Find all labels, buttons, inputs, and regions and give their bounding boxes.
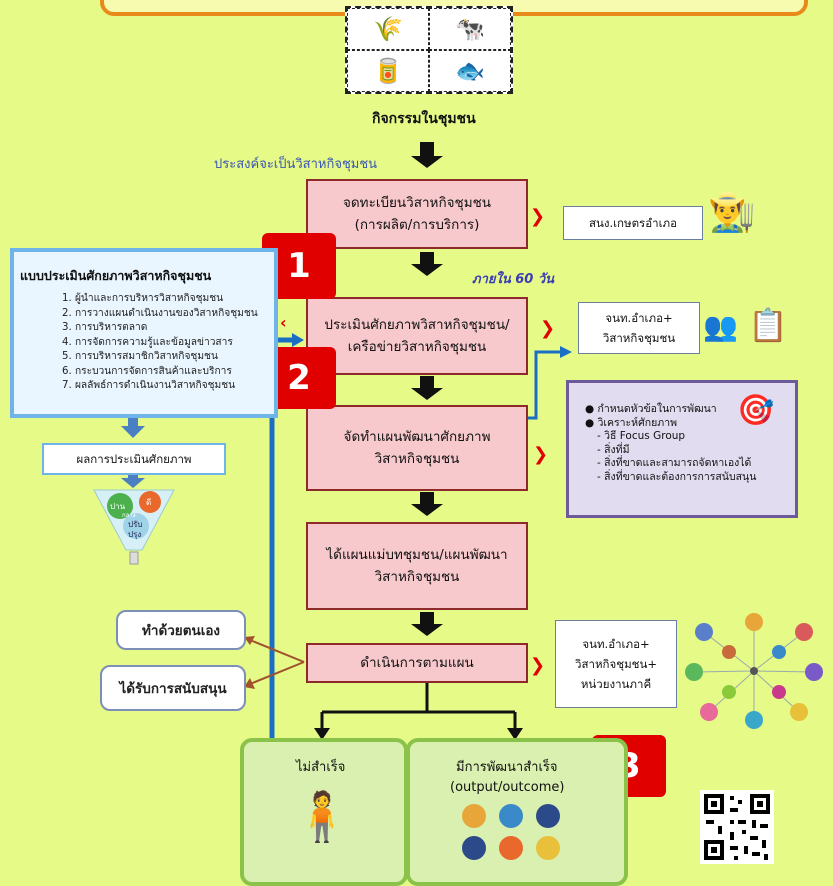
outcome-fail-label: ไม่สำเร็จ	[296, 760, 346, 775]
network-icon	[684, 612, 824, 730]
flow-step-masterplan: ได้แผนแม่บทชุมชน/แผนพัฒนาวิสาหกิจชุมชน	[306, 522, 528, 610]
evaluation-title: แบบประเมินศักยภาพวิสาหกิจชุมชน	[20, 268, 212, 283]
flow-step-register-line2: (การผลิต/การบริการ)	[354, 217, 480, 233]
flow-step-register: จดทะเบียนวิสาหกิจชุมชน (การผลิต/การบริการ…	[306, 179, 528, 249]
supported-box: ได้รับการสนับสนุน	[100, 665, 246, 711]
target-icon: 🎯	[737, 393, 775, 428]
agency-partners-line2: วิสาหกิจชุมชน+	[575, 657, 657, 671]
flow-step-assess-line1: ประเมินศักยภาพวิสาหกิจชุมชน/	[324, 317, 510, 333]
flow-step-plan-line2: วิสาหกิจชุมชน	[374, 451, 460, 467]
flow-step-implement-label: ดำเนินการตามแผน	[360, 655, 474, 671]
evaluation-form-box: แบบประเมินศักยภาพวิสาหกิจชุมชน 1. ผู้นำแ…	[10, 248, 278, 418]
chevron-right-icon: ❯	[530, 655, 546, 676]
evaluation-item: 6. กระบวนการจัดการสินค้าและบริการ	[62, 365, 232, 377]
flow-step-register-line1: จดทะเบียนวิสาหกิจชุมชน	[343, 195, 491, 211]
evaluation-item: 7. ผลลัพธ์การดำเนินงานวิสาหกิจชุมชน	[62, 380, 236, 391]
award-icon	[499, 804, 524, 828]
agency-partners-line1: จนท.อำเภอ+	[582, 637, 650, 651]
funnel-label-mid: กลาง	[122, 512, 136, 519]
plan-sub-item: - สิ่งที่ขาดและสามารถจัดหาเองได้	[597, 457, 752, 469]
flow-step-assess-line2: เครือข่ายวิสาหกิจชุมชน	[347, 339, 487, 355]
evaluation-item: 3. การบริหารตลาด	[62, 322, 148, 333]
funnel-label-improve1: ปรับ	[128, 520, 143, 529]
agency-district-sme-line1: จนท.อำเภอ+	[605, 311, 673, 325]
agency-district-agri: สนง.เกษตรอำเภอ	[563, 206, 703, 240]
calendar-icon	[499, 836, 524, 860]
qr-code[interactable]	[700, 790, 774, 864]
outcome-success-line1: มีการพัฒนาสำเร็จ	[456, 760, 558, 775]
flow-step-plan: จัดทำแผนพัฒนาศักยภาพวิสาหกิจชุมชน	[306, 405, 528, 491]
outcome-fail-box: ไม่สำเร็จ 🧍	[240, 738, 408, 886]
funnel-label-improve2: ปรุง	[128, 530, 142, 539]
evaluation-item: 5. การบริหารสมาชิกวิสาหกิจชุมชน	[62, 351, 218, 362]
flow-step-assess: ประเมินศักยภาพวิสาหกิจชุมชน/เครือข่ายวิส…	[306, 297, 528, 375]
self-managed-box: ทำด้วยตนเอง	[116, 610, 246, 650]
intent-label: ประสงค์จะเป็นวิสาหกิจชุมชน	[214, 157, 378, 172]
chevron-right-icon: ❯	[533, 444, 549, 465]
community-activity-icons: 🌾 🐄 🥫 🐟	[345, 6, 513, 94]
team-icon: 👥	[703, 310, 738, 343]
agency-partners: จนท.อำเภอ+ วิสาหกิจชุมชน+ หน่วยงานภาคี	[555, 620, 677, 708]
grain-icon: 🌾	[347, 8, 429, 50]
plan-bullet: ● วิเคราะห์ศักยภาพ	[585, 416, 678, 429]
deadline-label: ภายใน 60 วัน	[472, 272, 555, 287]
officer-icon: 👨‍🌾	[708, 190, 756, 234]
agency-district-sme-line2: วิสาหกิจชุมชน	[602, 331, 676, 345]
agency-district-sme: จนท.อำเภอ+ วิสาหกิจชุมชน	[578, 302, 700, 354]
outcome-success-line2: (output/outcome)	[450, 780, 565, 795]
funnel-graphic: ปาน ดี กลาง ปรับ ปรุง	[92, 488, 176, 566]
cow-icon: 🐄	[429, 8, 511, 50]
cans-icon: 🥫	[347, 50, 429, 92]
growth-chart-icon	[462, 836, 486, 860]
worried-person-icon: 🧍	[292, 789, 352, 845]
fish-icon: 🐟	[429, 50, 511, 92]
flow-step-masterplan-line1: ได้แผนแม่บทชุมชน/แผนพัฒนา	[326, 547, 508, 563]
plan-sub-item: - วิธี Focus Group	[597, 430, 686, 442]
evaluation-item: 2. การวางแผนดำเนินงานของวิสาหกิจชุมชน	[62, 307, 258, 319]
plan-details-box: ● กำหนดหัวข้อในการพัฒนา ● วิเคราะห์ศักยภ…	[566, 380, 798, 518]
chevron-right-icon: ❯	[540, 318, 556, 339]
evaluation-item: 1. ผู้นำและการบริหารวิสาหกิจชุมชน	[62, 293, 224, 304]
agency-partners-line3: หน่วยงานภาคี	[580, 677, 652, 691]
svg-text:‹: ‹	[280, 313, 287, 332]
funnel-label-good: ดี	[146, 498, 152, 507]
report-icon: 📋	[748, 306, 788, 344]
pie-chart-icon	[536, 804, 561, 828]
plan-sub-item: - สิ่งที่มี	[597, 443, 630, 456]
flow-step-plan-line1: จัดทำแผนพัฒนาศักยภาพ	[343, 429, 491, 445]
plan-sub-item: - สิ่งที่ขาดและต้องการการสนับสนุน	[597, 470, 757, 483]
community-activity-label: กิจกรรมในชุมชน	[372, 111, 476, 127]
plan-bullet: ● กำหนดหัวข้อในการพัฒนา	[585, 403, 717, 415]
plan-details-list: ● กำหนดหัวข้อในการพัฒนา ● วิเคราะห์ศักยภ…	[569, 403, 795, 484]
graduation-icon	[536, 836, 561, 860]
evaluation-item: 4. การจัดการความรู้และข้อมูลข่าวสาร	[62, 336, 233, 348]
success-icons	[458, 802, 578, 866]
outcome-success-box: มีการพัฒนาสำเร็จ (output/outcome)	[406, 738, 628, 886]
evaluation-result-box: ผลการประเมินศักยภาพ	[42, 443, 226, 475]
funnel-label-fair: ปาน	[110, 502, 126, 511]
flow-step-masterplan-line2: วิสาหกิจชุมชน	[374, 569, 460, 585]
evaluation-list: 1. ผู้นำและการบริหารวิสาหกิจชุมชน 2. การ…	[14, 292, 274, 394]
chevron-right-icon: ❯	[530, 206, 546, 227]
document-icon	[462, 804, 486, 828]
flow-step-implement: ดำเนินการตามแผน	[306, 643, 528, 683]
